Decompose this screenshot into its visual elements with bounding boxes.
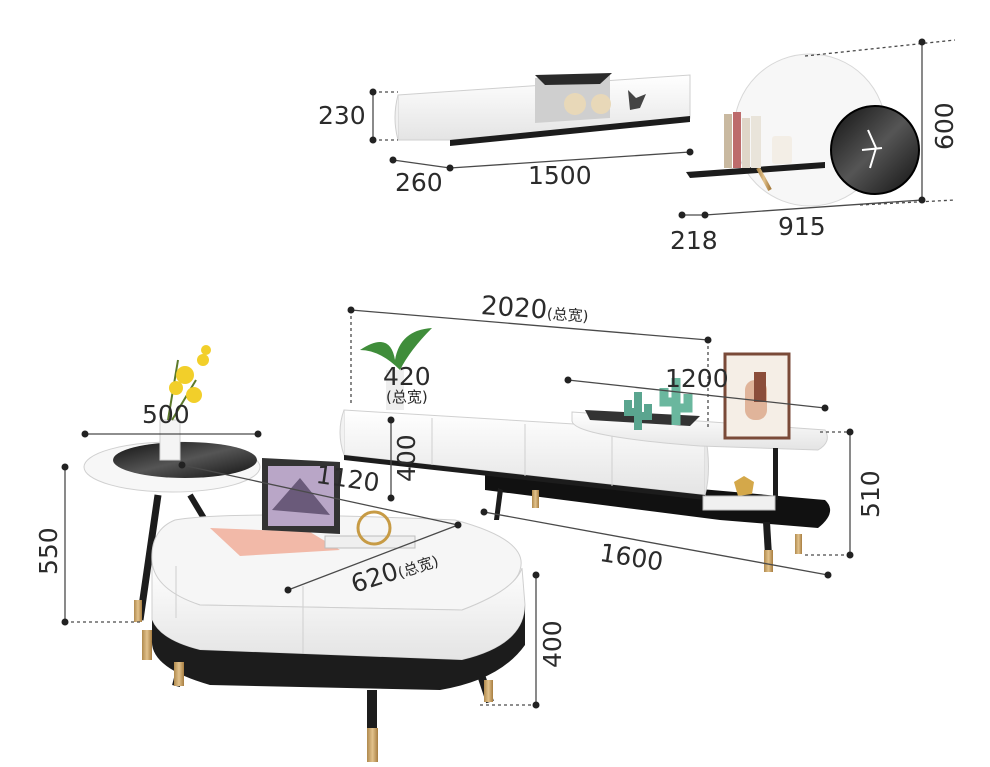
round-shelf-depth-label: 218 (670, 226, 718, 255)
tv-cabinet-total-width-value: 2020 (480, 291, 549, 326)
wall-shelf-depth-label: 260 (395, 168, 443, 197)
round-shelf-width-label: 915 (778, 212, 826, 241)
side-table (83, 345, 261, 660)
tv-cabinet-depth-note: (总宽) (386, 388, 428, 406)
tv-cabinet-inner-height-label: 400 (392, 434, 421, 482)
wall-shelf-height-label: 230 (318, 101, 366, 130)
tv-cabinet (339, 328, 831, 572)
side-table-diameter-label: 500 (142, 400, 190, 429)
round-shelf-height-label: 600 (930, 102, 959, 150)
coffee-table-height-label: 400 (538, 620, 567, 668)
tv-cabinet-depth-label: 420 (总宽) (383, 364, 431, 405)
wall-shelf (394, 73, 691, 146)
dimension-lines (64, 39, 956, 706)
side-table-height-label: 550 (34, 527, 63, 575)
tv-cabinet-depth-value: 420 (383, 362, 431, 391)
tv-cabinet-total-width-note: (总宽) (546, 304, 590, 326)
dimension-dots (61, 38, 926, 709)
wall-shelf-width-label: 1500 (528, 161, 592, 190)
tv-cabinet-upper-top-label: 1200 (665, 364, 729, 393)
coffee-table (151, 458, 526, 762)
round-wall-shelf (686, 53, 920, 207)
tv-cabinet-height-label: 510 (856, 470, 885, 518)
